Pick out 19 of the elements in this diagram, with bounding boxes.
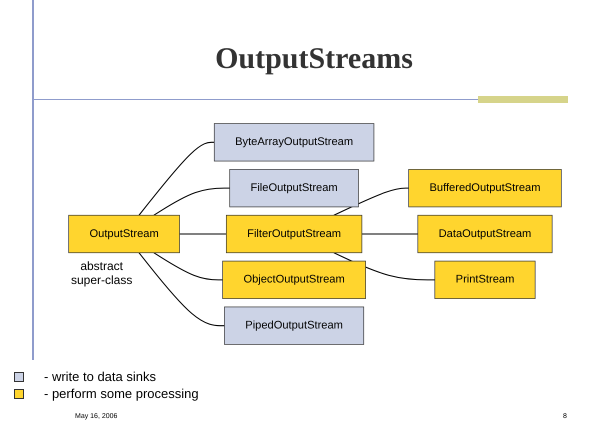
node-box: FilterOutputStream xyxy=(226,214,362,254)
node-box: ObjectOutputStream xyxy=(222,260,366,299)
connector xyxy=(362,233,418,235)
node-box: OutputStream xyxy=(68,214,180,254)
connector xyxy=(180,233,226,235)
node-box: FileOutputStream xyxy=(229,169,359,208)
node-box: PipedOutputStream xyxy=(224,306,364,345)
legend-text: - write to data sinks xyxy=(44,369,156,384)
node-box: ByteArrayOutputStream xyxy=(214,123,374,162)
connector xyxy=(138,252,224,326)
connector xyxy=(154,252,223,280)
node-box: PrintStream xyxy=(434,260,536,299)
connector xyxy=(154,188,230,216)
node-box: BufferedOutputStream xyxy=(408,169,562,208)
connector xyxy=(334,188,409,216)
connector xyxy=(138,142,214,216)
slide-title: OutputStreams xyxy=(214,42,414,76)
legend-text: - perform some processing xyxy=(44,386,199,401)
node-box: DataOutputStream xyxy=(417,214,552,254)
